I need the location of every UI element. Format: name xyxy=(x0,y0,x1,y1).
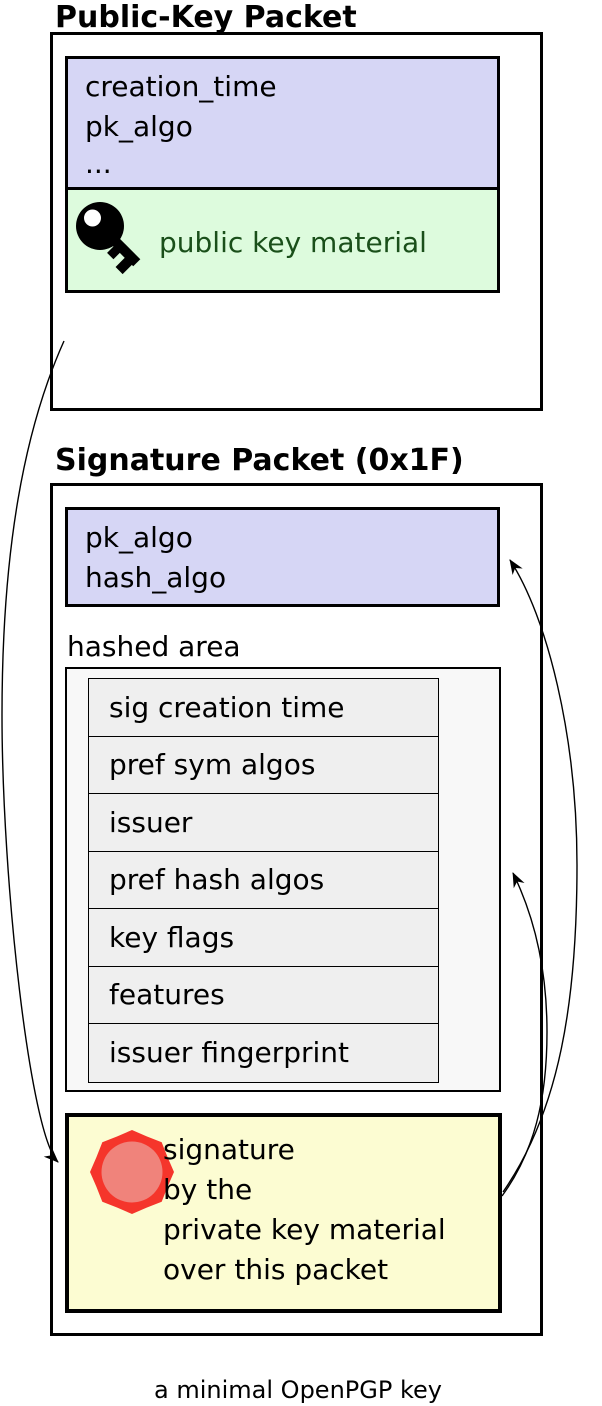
subpacket-row-pref-hash-algos: pref hash algos xyxy=(89,851,438,909)
hashed-area-label: hashed area xyxy=(67,630,241,663)
signature-box: signature by the private key material ov… xyxy=(65,1113,502,1313)
pubkey-field-pk-algo: pk_algo xyxy=(85,110,193,143)
subpacket-row-issuer-fingerprint: issuer fingerprint xyxy=(89,1024,438,1082)
key-icon xyxy=(76,202,141,275)
signature-packet-title: Signature Packet (0x1F) xyxy=(55,443,464,478)
pubkey-material-label: public key material xyxy=(159,226,427,259)
signature-text: signature by the private key material ov… xyxy=(163,1130,446,1290)
sig-field-pk-algo: pk_algo xyxy=(85,521,193,554)
hashed-area-box: sig creation time pref sym algos issuer … xyxy=(65,667,501,1092)
subpacket-row-key-flags: key flags xyxy=(89,909,438,967)
signature-line-2: by the xyxy=(163,1173,253,1206)
seal-icon xyxy=(90,1130,174,1214)
subpacket-row-pref-sym-algos: pref sym algos xyxy=(89,736,438,794)
signature-line-1: signature xyxy=(163,1133,295,1166)
signature-line-3: private key material xyxy=(163,1213,446,1246)
signature-line-4: over this packet xyxy=(163,1253,389,1286)
sig-header-box: pk_algo hash_algo xyxy=(65,507,500,607)
pubkey-header-box: creation_time pk_algo ... xyxy=(65,56,500,190)
pubkey-packet-title: Public-Key Packet xyxy=(55,0,357,35)
sig-field-hash-algo: hash_algo xyxy=(85,561,227,594)
subpacket-row-sig-creation-time: sig creation time xyxy=(89,679,438,737)
diagram-caption: a minimal OpenPGP key xyxy=(154,1376,442,1404)
subpacket-row-features: features xyxy=(89,966,438,1024)
subpacket-row-issuer: issuer xyxy=(89,794,438,852)
pubkey-field-ellipsis: ... xyxy=(85,147,112,180)
pubkey-material-box: public key material xyxy=(65,187,500,293)
subpacket-table: sig creation time pref sym algos issuer … xyxy=(88,678,439,1083)
pubkey-field-creation-time: creation_time xyxy=(85,70,277,103)
